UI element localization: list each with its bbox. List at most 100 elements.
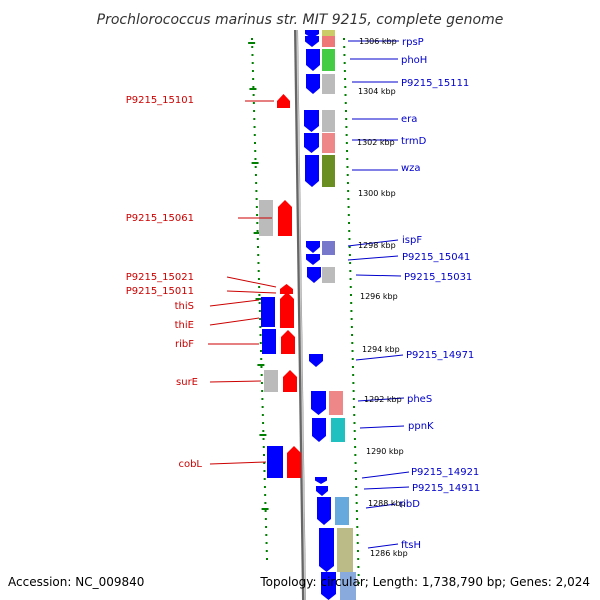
tick-dot: [256, 222, 259, 224]
tick-dot: [251, 38, 253, 40]
tick-major: [251, 162, 259, 164]
kbp-label: 1302 kbp: [357, 138, 395, 147]
right-gene-label[interactable]: P9215_15031: [404, 272, 472, 283]
tick-dot: [253, 126, 256, 128]
tick-dot: [353, 438, 356, 440]
left-leader-line: [209, 317, 260, 326]
tick-dot: [355, 494, 358, 496]
reverse-gene-block: [261, 297, 275, 327]
reverse-gene-arrow: [306, 49, 320, 71]
left-gene-label[interactable]: P9215_15101: [126, 95, 194, 106]
tick-dot: [262, 438, 265, 440]
tick-dot: [254, 150, 257, 152]
left-gene-label[interactable]: ribF: [175, 339, 194, 350]
left-leader-line: [226, 276, 277, 288]
gene-shadow-blocks: [259, 30, 356, 600]
tick-dot: [257, 278, 260, 280]
left-gene-label[interactable]: P9215_15011: [126, 286, 194, 297]
left-gene-label[interactable]: thiS: [175, 301, 194, 312]
tick-major: [248, 42, 256, 44]
right-gene-label[interactable]: ppnK: [408, 421, 434, 432]
right-gene-label[interactable]: P9215_14911: [412, 483, 480, 494]
tick-dot: [353, 422, 356, 424]
tick-dot: [253, 118, 256, 120]
tick-dot: [349, 270, 352, 272]
shadow-block: [322, 155, 335, 187]
tick-dot: [355, 502, 358, 504]
tick-dot: [356, 518, 359, 520]
tick-dot: [259, 318, 262, 320]
tick-dot: [251, 46, 254, 48]
tick-dot: [255, 190, 258, 192]
tick-dot: [258, 310, 261, 312]
tick-dot: [347, 214, 350, 216]
shadow-block: [335, 497, 349, 525]
left-gene-label[interactable]: P9215_15061: [126, 213, 194, 224]
tick-major: [249, 88, 257, 90]
tick-dot: [264, 494, 267, 496]
right-leader-line: [361, 471, 410, 479]
tick-dot: [351, 350, 354, 352]
right-gene-label[interactable]: P9215_15041: [402, 252, 470, 263]
tick-dot: [256, 238, 259, 240]
right-gene-label[interactable]: ribD: [399, 499, 420, 510]
tick-dot: [261, 398, 264, 400]
tick-dot: [254, 142, 256, 144]
right-gene-label[interactable]: wza: [401, 163, 421, 174]
right-leader-line: [357, 397, 405, 402]
forward-gene-arrow: [283, 370, 297, 392]
tick-dot: [256, 230, 259, 232]
tick-dot: [354, 454, 357, 456]
gene-arrows: [261, 30, 336, 600]
left-gene-label[interactable]: cobL: [178, 459, 202, 470]
right-gene-label[interactable]: phoH: [401, 55, 427, 66]
tick-dot: [261, 406, 264, 408]
tick-dot: [265, 534, 268, 536]
right-gene-label[interactable]: pheS: [407, 394, 432, 405]
tick-dot: [357, 566, 360, 568]
tick-dot: [264, 502, 267, 504]
right-gene-label[interactable]: rpsP: [402, 37, 424, 48]
tick-dot: [344, 102, 347, 104]
right-gene-label[interactable]: P9215_15111: [401, 78, 469, 89]
kbp-label: 1286 kbp: [370, 549, 408, 558]
shadow-block: [322, 267, 335, 283]
tick-dot: [355, 510, 358, 512]
tick-dot: [343, 38, 345, 40]
tick-dot: [343, 70, 346, 72]
right-leader-line: [355, 274, 402, 277]
left-gene-labels[interactable]: P9215_15101P9215_15061P9215_15021P9215_1…: [126, 95, 203, 470]
left-gene-label[interactable]: surE: [176, 377, 198, 388]
forward-gene-arrow: [278, 200, 292, 236]
tick-marks: [248, 38, 360, 584]
left-gene-label[interactable]: thiE: [175, 320, 194, 331]
tick-major: [253, 232, 261, 234]
tick-dot: [257, 262, 260, 264]
right-gene-label[interactable]: ispF: [402, 235, 422, 246]
tick-dot: [348, 254, 351, 256]
right-leader-line: [365, 503, 397, 509]
left-gene-label[interactable]: P9215_15021: [126, 272, 194, 283]
tick-dot: [344, 86, 347, 88]
tick-dot: [251, 70, 254, 72]
shadow-block: [322, 74, 335, 94]
shadow-block: [322, 36, 335, 47]
tick-dot: [350, 310, 353, 312]
tick-dot: [352, 374, 355, 376]
kbp-label: 1292 kbp: [364, 395, 402, 404]
reverse-gene-arrow: [315, 477, 327, 484]
right-gene-label[interactable]: P9215_14921: [411, 467, 479, 478]
kbp-label: 1294 kbp: [362, 345, 400, 354]
tick-dot: [356, 526, 359, 528]
tick-dot: [357, 558, 360, 560]
right-gene-label[interactable]: era: [401, 114, 417, 125]
shadow-block: [329, 391, 343, 415]
right-gene-label[interactable]: P9215_14971: [406, 350, 474, 361]
right-gene-label[interactable]: ftsH: [401, 540, 421, 551]
left-leader-line: [209, 461, 267, 465]
right-gene-label[interactable]: trmD: [401, 136, 427, 147]
left-leader-line: [209, 380, 262, 383]
